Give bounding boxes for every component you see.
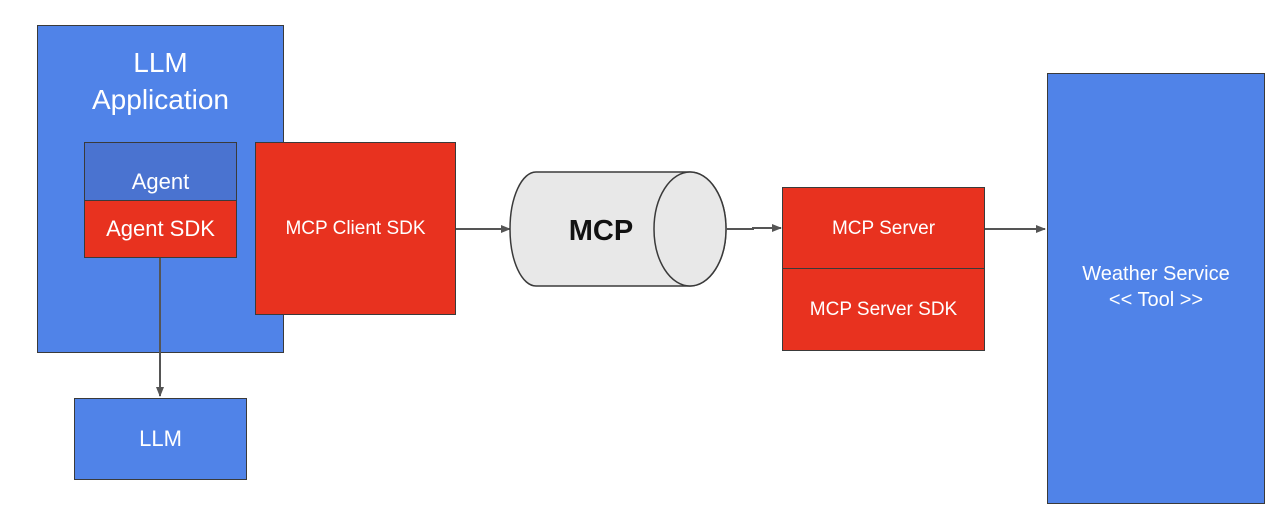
mcp-channel-cylinder: MCP	[509, 171, 727, 287]
agent-box: Agent	[84, 142, 237, 202]
weather-service-stereotype: << Tool >>	[1108, 288, 1204, 311]
mcp-to-server-arrow	[726, 224, 782, 232]
agent-sdk-box: Agent SDK	[84, 200, 237, 258]
mcp-channel-label: MCP	[569, 215, 633, 247]
llm-box: LLM	[74, 398, 247, 480]
mcp-cylinder-end	[653, 171, 727, 287]
llm-application-title-line2: Application	[92, 84, 229, 115]
mcp-client-sdk-label: MCP Client SDK	[285, 217, 426, 239]
mcp-server-sdk-label: MCP Server SDK	[809, 298, 958, 320]
mcp-server-label: MCP Server	[831, 217, 936, 239]
weather-service-box: Weather Service << Tool >>	[1047, 73, 1265, 504]
mcp-server-box: MCP Server	[782, 187, 985, 270]
agent-label: Agent	[131, 169, 190, 194]
llm-application-title: LLM Application	[38, 44, 283, 118]
llm-label: LLM	[139, 426, 182, 451]
weather-service-label: Weather Service	[1082, 262, 1230, 285]
llm-application-title-line1: LLM	[133, 47, 188, 78]
mcp-server-sdk-box: MCP Server SDK	[782, 268, 985, 351]
agent-sdk-label: Agent SDK	[106, 216, 215, 241]
mcp-client-sdk-box: MCP Client SDK	[255, 142, 456, 315]
